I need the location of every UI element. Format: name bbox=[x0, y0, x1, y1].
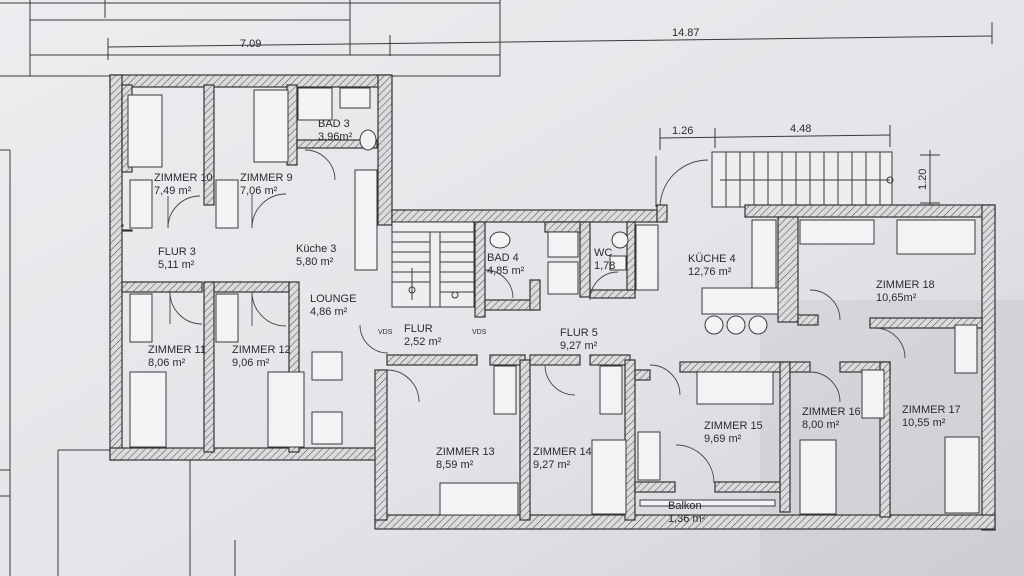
kitchen-counter bbox=[751, 219, 777, 301]
kitchen-island bbox=[701, 287, 779, 315]
area-kueche3: 5,80 m² bbox=[296, 256, 334, 268]
shower bbox=[297, 87, 333, 121]
wardrobe bbox=[861, 369, 885, 419]
area-bad4: 4,85 m² bbox=[487, 265, 525, 277]
area-balkon: 1,36 m² bbox=[668, 513, 706, 525]
parcel-lines bbox=[0, 0, 501, 576]
room-label-bad3: BAD 3 bbox=[318, 118, 350, 130]
walls bbox=[109, 74, 996, 531]
dimension-1-20: 1.20 bbox=[917, 169, 929, 190]
bed bbox=[799, 439, 837, 515]
room-label-zimmer18: ZIMMER 18 bbox=[876, 279, 935, 291]
room-labels: ZIMMER 10 7,49 m² ZIMMER 9 7,06 m² BAD 3… bbox=[148, 118, 961, 525]
wardrobe bbox=[799, 219, 875, 245]
area-zimmer17: 10,55 m² bbox=[902, 417, 946, 429]
sink bbox=[339, 87, 371, 109]
bed bbox=[439, 482, 519, 516]
kitchen-counter bbox=[635, 224, 659, 291]
exterior-stair bbox=[655, 151, 894, 208]
vds-mark-right: VDS bbox=[472, 329, 487, 336]
sink bbox=[489, 231, 511, 249]
stool bbox=[726, 315, 746, 335]
bed bbox=[944, 436, 980, 514]
vds-mark-left: VDS bbox=[378, 329, 393, 336]
room-label-zimmer15: ZIMMER 15 bbox=[704, 420, 763, 432]
room-label-zimmer16: ZIMMER 16 bbox=[802, 406, 861, 418]
area-zimmer18: 10,65m² bbox=[876, 292, 917, 304]
wardrobe bbox=[493, 365, 517, 415]
balcony-rail bbox=[639, 499, 776, 507]
room-label-balkon: Balkon bbox=[668, 500, 702, 512]
dimension-4-48: 4.48 bbox=[790, 123, 811, 135]
area-zimmer16: 8,00 m² bbox=[802, 419, 840, 431]
room-label-zimmer11: ZIMMER 11 bbox=[148, 344, 206, 356]
area-zimmer11: 8,06 m² bbox=[148, 357, 186, 369]
area-zimmer14: 9,27 m² bbox=[533, 459, 571, 471]
dimension-1-26: 1.26 bbox=[672, 125, 693, 137]
kitchen-counter bbox=[354, 169, 378, 271]
area-zimmer12: 9,06 m² bbox=[232, 357, 270, 369]
room-label-zimmer13: ZIMMER 13 bbox=[436, 446, 495, 458]
toilet bbox=[611, 231, 629, 249]
room-label-zimmer10: ZIMMER 10 bbox=[154, 172, 213, 184]
room-label-lounge: LOUNGE bbox=[310, 293, 356, 305]
area-zimmer13: 8,59 m² bbox=[436, 459, 474, 471]
room-label-flur3: FLUR 3 bbox=[158, 246, 196, 258]
area-zimmer10: 7,49 m² bbox=[154, 185, 192, 197]
room-label-zimmer12: ZIMMER 12 bbox=[232, 344, 291, 356]
room-label-zimmer14: ZIMMER 14 bbox=[533, 446, 592, 458]
area-flur3: 5,11 m² bbox=[158, 259, 195, 271]
dimension-7-09: 7.09 bbox=[240, 38, 261, 50]
bed bbox=[253, 89, 289, 163]
bed bbox=[591, 439, 627, 515]
bed bbox=[129, 371, 167, 448]
wardrobe bbox=[599, 365, 623, 415]
bed bbox=[696, 371, 774, 405]
wardrobe bbox=[129, 293, 153, 343]
area-zimmer9: 7,06 m² bbox=[240, 185, 278, 197]
bed bbox=[267, 371, 305, 448]
room-label-bad4: BAD 4 bbox=[487, 252, 519, 264]
area-lounge: 4,86 m² bbox=[310, 306, 348, 318]
furniture bbox=[127, 87, 980, 516]
area-flur: 2,52 m² bbox=[404, 336, 442, 348]
room-label-zimmer9: ZIMMER 9 bbox=[240, 172, 293, 184]
sink bbox=[609, 255, 627, 271]
dimension-lines bbox=[107, 22, 993, 205]
bed bbox=[896, 219, 976, 255]
wardrobe bbox=[215, 179, 239, 229]
wardrobe bbox=[129, 179, 153, 229]
bed bbox=[127, 94, 163, 168]
stool bbox=[704, 315, 724, 335]
room-label-wc: WC bbox=[594, 247, 612, 259]
doors bbox=[167, 149, 906, 484]
armchair bbox=[311, 351, 343, 381]
interior-stair bbox=[391, 221, 475, 308]
dimension-14-87: 14.87 bbox=[672, 27, 700, 39]
area-zimmer15: 9,69 m² bbox=[704, 433, 742, 445]
toilet bbox=[359, 129, 377, 151]
wardrobe bbox=[954, 324, 978, 374]
room-label-flur: FLUR bbox=[404, 323, 433, 335]
room-label-flur5: FLUR 5 bbox=[560, 327, 598, 339]
paper-shadow bbox=[760, 300, 1024, 576]
room-label-kueche3: Küche 3 bbox=[296, 243, 336, 255]
bathtub bbox=[547, 231, 579, 258]
shower bbox=[547, 261, 579, 295]
wardrobe bbox=[215, 293, 239, 343]
area-kueche4: 12,76 m² bbox=[688, 266, 732, 278]
stool bbox=[748, 315, 768, 335]
area-flur5: 9,27 m² bbox=[560, 340, 598, 352]
area-bad3: 3,96m² bbox=[318, 131, 353, 143]
room-label-zimmer17: ZIMMER 17 bbox=[902, 404, 961, 416]
armchair bbox=[311, 411, 343, 445]
room-label-kueche4: KÜCHE 4 bbox=[688, 253, 736, 265]
area-wc: 1,78 bbox=[594, 260, 615, 272]
wardrobe bbox=[637, 431, 661, 481]
